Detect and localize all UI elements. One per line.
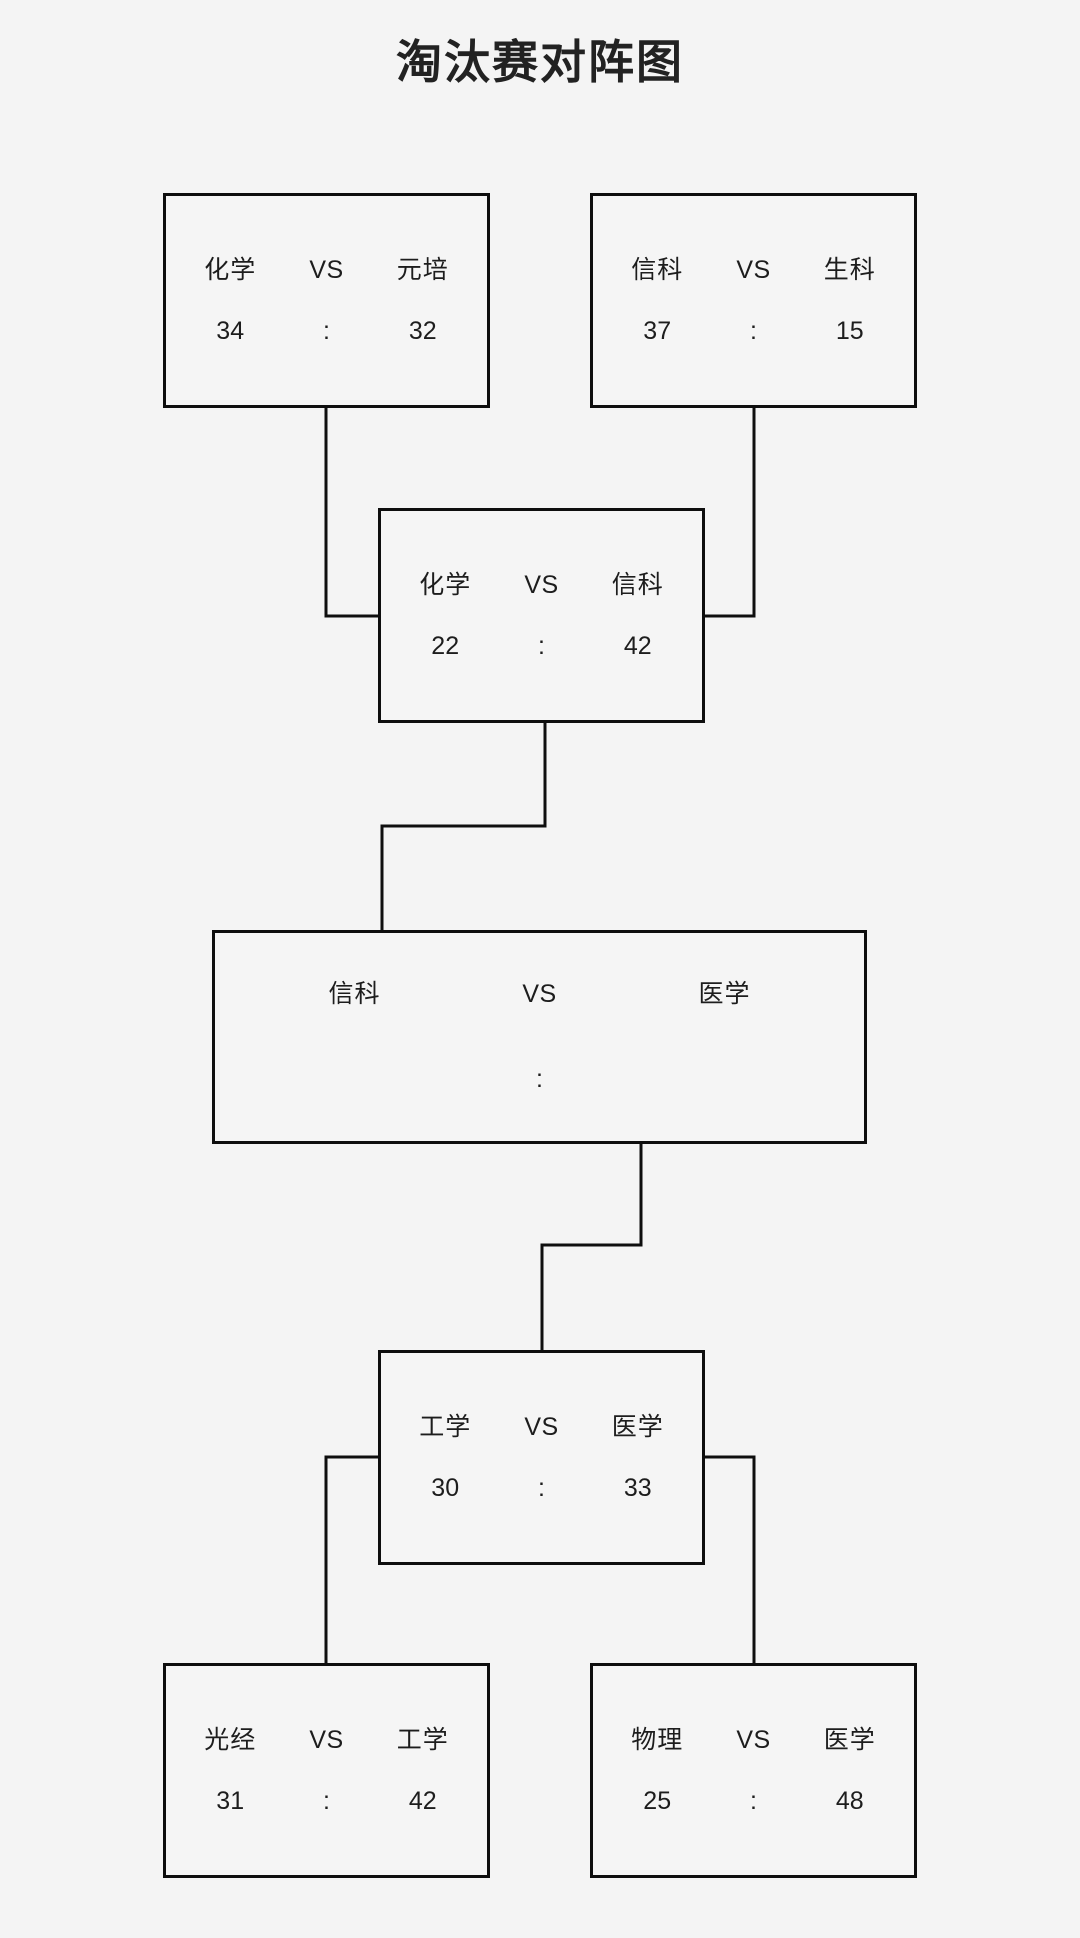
vs-label: VS	[524, 570, 559, 599]
connector-final-to-sf2	[540, 1144, 643, 1350]
connector-qf2-to-sf1	[705, 408, 756, 618]
match-box-qf4[interactable]: 物理 VS 医学 25 : 48	[590, 1663, 917, 1878]
match-teams-row: 信科 VS 生科	[593, 255, 914, 284]
team-left: 光经	[204, 1725, 257, 1754]
team-right: 生科	[823, 255, 876, 284]
score-left: 25	[643, 1786, 672, 1815]
team-right: 医学	[823, 1725, 876, 1754]
match-score-row: 37 : 15	[593, 316, 914, 345]
score-right: 42	[623, 631, 652, 660]
match-box-qf3[interactable]: 光经 VS 工学 31 : 42	[163, 1663, 490, 1878]
score-right: 32	[408, 316, 437, 345]
page-title: 淘汰赛对阵图	[396, 36, 684, 88]
score-right: 42	[408, 1786, 437, 1815]
match-teams-row: 物理 VS 医学	[593, 1725, 914, 1754]
score-right: 33	[623, 1473, 652, 1502]
vs-label: VS	[736, 1725, 771, 1754]
score-left: 37	[643, 316, 672, 345]
team-left: 物理	[631, 1725, 684, 1754]
score-left: 31	[216, 1786, 245, 1815]
team-left: 化学	[204, 255, 257, 284]
connector-sf2-to-qf3	[324, 1455, 378, 1663]
vs-label: VS	[309, 1725, 344, 1754]
team-left: 工学	[419, 1412, 472, 1441]
connector-qf1-to-sf1	[324, 408, 378, 618]
connector-sf2-to-qf4	[705, 1455, 756, 1663]
score-separator: :	[750, 316, 757, 345]
team-right: 工学	[396, 1725, 449, 1754]
team-left: 信科	[328, 980, 381, 1008]
score-separator: :	[536, 1065, 543, 1093]
match-box-qf2[interactable]: 信科 VS 生科 37 : 15	[590, 193, 917, 408]
score-separator: :	[323, 316, 330, 345]
team-right: 信科	[611, 570, 664, 599]
match-score-row: 22 : 42	[381, 631, 702, 660]
score-separator: :	[538, 631, 545, 660]
match-box-final[interactable]: 信科 VS 医学 :	[212, 930, 867, 1144]
score-separator: :	[538, 1473, 545, 1502]
connector-sf1-to-final	[380, 723, 547, 930]
match-teams-row: 光经 VS 工学	[166, 1725, 487, 1754]
vs-label: VS	[736, 255, 771, 284]
vs-label: VS	[524, 1412, 559, 1441]
match-score-row: 25 : 48	[593, 1786, 914, 1815]
match-score-row: 31 : 42	[166, 1786, 487, 1815]
score-separator: :	[323, 1786, 330, 1815]
vs-label: VS	[522, 980, 557, 1008]
match-box-qf1[interactable]: 化学 VS 元培 34 : 32	[163, 193, 490, 408]
team-right: 医学	[698, 980, 751, 1008]
score-right: 48	[835, 1786, 864, 1815]
team-left: 信科	[631, 255, 684, 284]
score-separator: :	[750, 1786, 757, 1815]
score-left: 22	[431, 631, 460, 660]
match-score-row: 30 : 33	[381, 1473, 702, 1502]
team-right: 元培	[396, 255, 449, 284]
match-teams-row: 化学 VS 元培	[166, 255, 487, 284]
score-right: 15	[835, 316, 864, 345]
match-teams-row: 信科 VS 医学	[215, 982, 864, 1007]
match-box-sf2[interactable]: 工学 VS 医学 30 : 33	[378, 1350, 705, 1565]
vs-label: VS	[309, 255, 344, 284]
score-left: 34	[216, 316, 245, 345]
match-box-sf1[interactable]: 化学 VS 信科 22 : 42	[378, 508, 705, 723]
match-teams-row: 化学 VS 信科	[381, 570, 702, 599]
team-left: 化学	[419, 570, 472, 599]
match-score-row: :	[215, 1067, 864, 1092]
score-left: 30	[431, 1473, 460, 1502]
match-teams-row: 工学 VS 医学	[381, 1412, 702, 1441]
match-score-row: 34 : 32	[166, 316, 487, 345]
team-right: 医学	[611, 1412, 664, 1441]
